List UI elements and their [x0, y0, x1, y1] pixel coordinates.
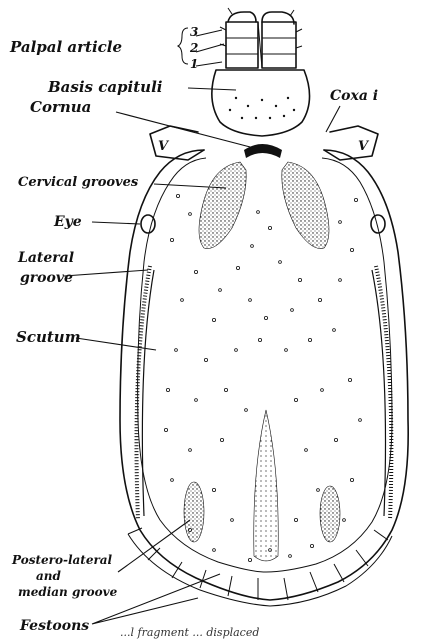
label-cervical-grooves: Cervical grooves	[18, 175, 139, 190]
label-basis-capituli: Basis capituli	[47, 78, 163, 96]
palp-right	[262, 22, 296, 68]
label-article-1: 1	[190, 57, 198, 71]
labels: Palpal article 3 2 1 Basis capituli Coxa…	[9, 25, 378, 639]
palps	[220, 8, 302, 68]
cervical-grooves-shape	[199, 162, 329, 249]
label-postero-1: Postero-lateral	[11, 553, 113, 567]
caption-fragment: ...l fragment ... displaced	[120, 626, 259, 639]
label-palpal-article: Palpal article	[9, 38, 122, 56]
label-coxa-mark-right: V	[358, 139, 370, 154]
label-coxa-mark-left: V	[158, 139, 170, 154]
label-article-2: 2	[189, 41, 198, 55]
label-postero-2: and	[36, 569, 62, 583]
label-scutum: Scutum	[16, 328, 81, 346]
label-lateral-2: groove	[20, 270, 73, 286]
eye-right	[371, 215, 385, 233]
label-cornua: Cornua	[30, 98, 91, 116]
leader-lines	[64, 30, 340, 624]
palpal-brace	[178, 28, 188, 64]
label-postero-3: median groove	[18, 585, 118, 599]
eye-left	[141, 215, 155, 233]
palp-left	[226, 22, 258, 68]
posterior-grooves-shape	[184, 410, 340, 561]
eyes	[141, 215, 385, 233]
label-lateral-1: Lateral	[17, 250, 74, 266]
coxae	[150, 126, 378, 160]
label-eye: Eye	[53, 214, 82, 230]
coxa-right	[324, 126, 378, 160]
basis-capituli-shape	[212, 70, 310, 158]
label-coxa: Coxa i	[330, 88, 378, 104]
label-festoons: Festoons	[19, 618, 89, 634]
label-article-3: 3	[190, 25, 198, 39]
